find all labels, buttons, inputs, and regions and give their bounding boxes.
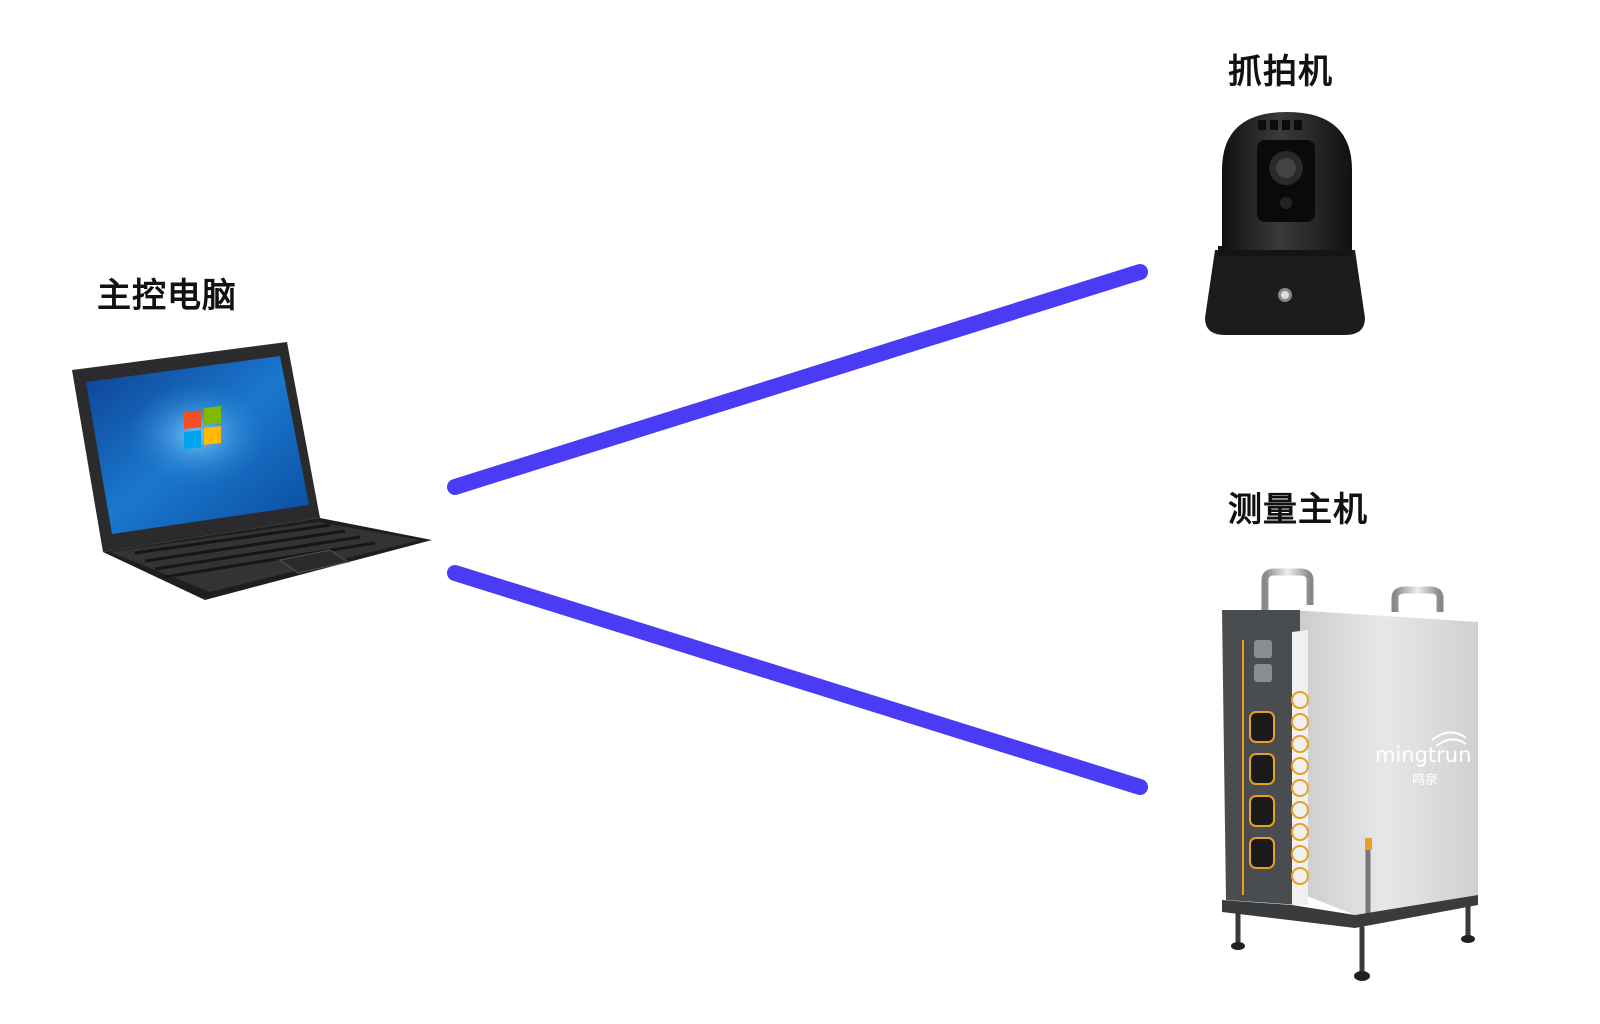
brand-logo-text: mingtrun [1375, 743, 1471, 767]
measuring-host-icon: mingtrun 鸣泉 [1222, 568, 1478, 981]
link-pc-to-camera [447, 264, 1148, 495]
ptz-camera-icon [1205, 112, 1365, 335]
laptop-icon [72, 342, 432, 600]
node-label-measuring-host: 测量主机 [1228, 490, 1368, 530]
brand-logo-cn: 鸣泉 [1412, 772, 1438, 788]
brand-logo: mingtrun 鸣泉 [1375, 731, 1471, 788]
node-label-control-pc: 主控电脑 [97, 276, 237, 316]
link-pc-to-host [447, 565, 1148, 795]
node-label-capture-camera: 抓拍机 [1228, 52, 1333, 92]
